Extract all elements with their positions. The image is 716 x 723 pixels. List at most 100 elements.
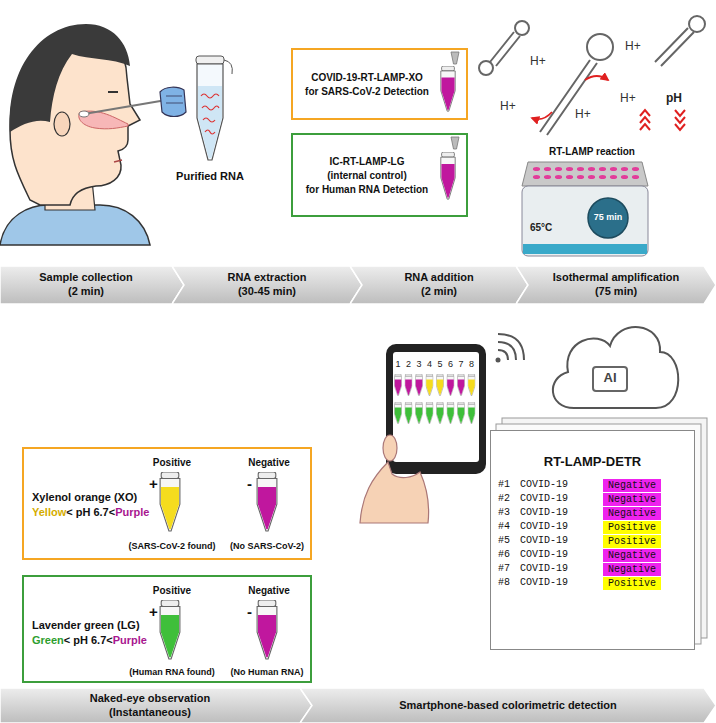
tube-number: 3: [414, 359, 424, 369]
cloud-and-report-part: [553, 327, 678, 408]
smartphone-part: [498, 334, 524, 360]
result-cell: Negative: [603, 479, 661, 492]
swab-sampling-figure-part: [108, 91, 118, 93]
smartphone-part: [426, 374, 433, 396]
smartphone-part: [394, 402, 401, 424]
result-cell-text: Negative: [603, 479, 661, 492]
color-key-box-text: (No Human RNA): [224, 667, 310, 677]
ai-box-text: AI: [594, 371, 626, 386]
rna-tube-part: [205, 130, 215, 134]
smartphone-part: [447, 374, 454, 396]
heat-block-part: [531, 165, 641, 182]
lamp-structures-part: [540, 60, 597, 135]
tube-number: 5: [435, 359, 445, 369]
color-key-box-text: Positive: [142, 457, 202, 469]
tube-number: 6: [446, 359, 456, 369]
color-key-box-text: Purple: [115, 506, 149, 519]
reaction-tubes-part: [160, 600, 180, 659]
color-key-box: Lavender green (LG)Green< pH 6.7<PurpleP…: [22, 575, 312, 683]
stage-band-text: (Instantaneous): [0, 706, 300, 719]
result-cell-text: Negative: [603, 507, 661, 520]
stage-band: Smartphone-based colorimetric detection: [300, 688, 716, 723]
ion-label: H+: [500, 100, 516, 114]
rna-tube: [196, 56, 232, 160]
chevron-fill: [0, 688, 312, 723]
assay-box-text: for SARS-CoV-2 Detection: [297, 86, 437, 98]
step-chevron: Sample collection(2 min): [0, 266, 184, 304]
assay-box-text: IC-RT-LAMP-LG: [297, 156, 437, 168]
tube-label: Purified RNA: [170, 170, 250, 183]
smartphone-part: [360, 462, 429, 523]
process-label: RT-LAMP reaction: [536, 146, 648, 158]
lamp-structures-part: [479, 61, 493, 75]
smartphone-part: [386, 344, 486, 474]
sample-number: #7: [498, 562, 510, 575]
lamp-structures-part: [655, 28, 694, 66]
chevron-fill: [300, 688, 716, 723]
step-chevron-text: Sample collection: [0, 271, 172, 284]
smartphone-part: [394, 374, 401, 396]
tube-number: 2: [404, 359, 414, 369]
rna-tube-part: [201, 94, 219, 98]
step-chevron-text: (30-45 min): [184, 285, 350, 298]
lamp-structures: [479, 16, 705, 135]
rna-tube-part: [197, 64, 223, 160]
color-key-box-text: Green: [32, 634, 64, 647]
target-name: COVID-19: [520, 520, 568, 533]
color-key-box-text: < pH 6.7<: [64, 634, 113, 647]
ion-label: H+: [530, 55, 546, 69]
target-name: COVID-19: [520, 534, 568, 547]
smartphone-part: [468, 402, 475, 424]
rna-tube-part: [196, 56, 224, 64]
sample-number: #4: [498, 520, 510, 533]
reaction-tubes-part: [257, 472, 277, 531]
target-name: COVID-19: [520, 492, 568, 505]
stage-band: Naked-eye observation(Instantaneous): [0, 688, 312, 723]
assay-box-text: for Human RNA Detection: [297, 184, 437, 196]
result-cell: Positive: [603, 535, 661, 548]
ion-label: H+: [620, 92, 636, 106]
ai-box: AI: [592, 366, 628, 392]
color-key-box-text: -: [247, 475, 252, 492]
assay-box: COVID-19-RT-LAMP-XO for SARS-CoV-2 Detect…: [291, 48, 468, 120]
swab-sampling-figure-part: [10, 24, 130, 132]
step-chevron: RNA addition(2 min): [350, 266, 528, 304]
step-chevron-text: Isothermal amplification: [528, 271, 704, 284]
reaction-tubes-part: [451, 52, 459, 64]
assay-box-text: COVID-19-RT-LAMP-XO: [297, 72, 437, 84]
sample-number: #6: [498, 548, 510, 561]
smartphone-part: [496, 358, 501, 363]
smartphone-part: [457, 402, 464, 424]
rna-tube-part: [202, 106, 219, 110]
color-key-box-text: Negative: [239, 457, 299, 469]
ph-label: pH: [666, 92, 682, 106]
sample-number: #5: [498, 534, 510, 547]
result-cell: Negative: [603, 549, 661, 562]
result-cell-text: Positive: [603, 577, 661, 590]
ion-label: H+: [575, 108, 591, 122]
tube-number: 1: [393, 359, 403, 369]
tube-number: 4: [425, 359, 435, 369]
color-key-box-text: +: [149, 603, 158, 620]
step-chevron-text: (2 min): [362, 285, 516, 298]
step-chevron: Isothermal amplification(75 min): [516, 266, 716, 304]
tube-number: 8: [467, 359, 477, 369]
smartphone-part: [415, 402, 422, 424]
step-chevron: RNA extraction(30-45 min): [172, 266, 362, 304]
color-key-box-text: +: [149, 475, 158, 492]
swab-sampling-figure: [0, 24, 186, 245]
tube-number: 7: [456, 359, 466, 369]
lamp-structures-part: [532, 112, 552, 119]
target-name: COVID-19: [520, 548, 568, 561]
temperature-label: 65°C: [530, 222, 552, 234]
result-cell-text: Positive: [603, 535, 661, 548]
target-name: COVID-19: [520, 562, 568, 575]
assay-box-text: (internal control): [297, 170, 437, 182]
lamp-structures-part: [515, 21, 529, 35]
smartphone-part: [426, 402, 433, 424]
result-cell: Negative: [603, 563, 661, 576]
smartphone-part: [436, 402, 443, 424]
swab-sampling-figure-part: [166, 96, 183, 103]
target-name: COVID-19: [520, 506, 568, 519]
chevron-fill: [516, 266, 716, 304]
